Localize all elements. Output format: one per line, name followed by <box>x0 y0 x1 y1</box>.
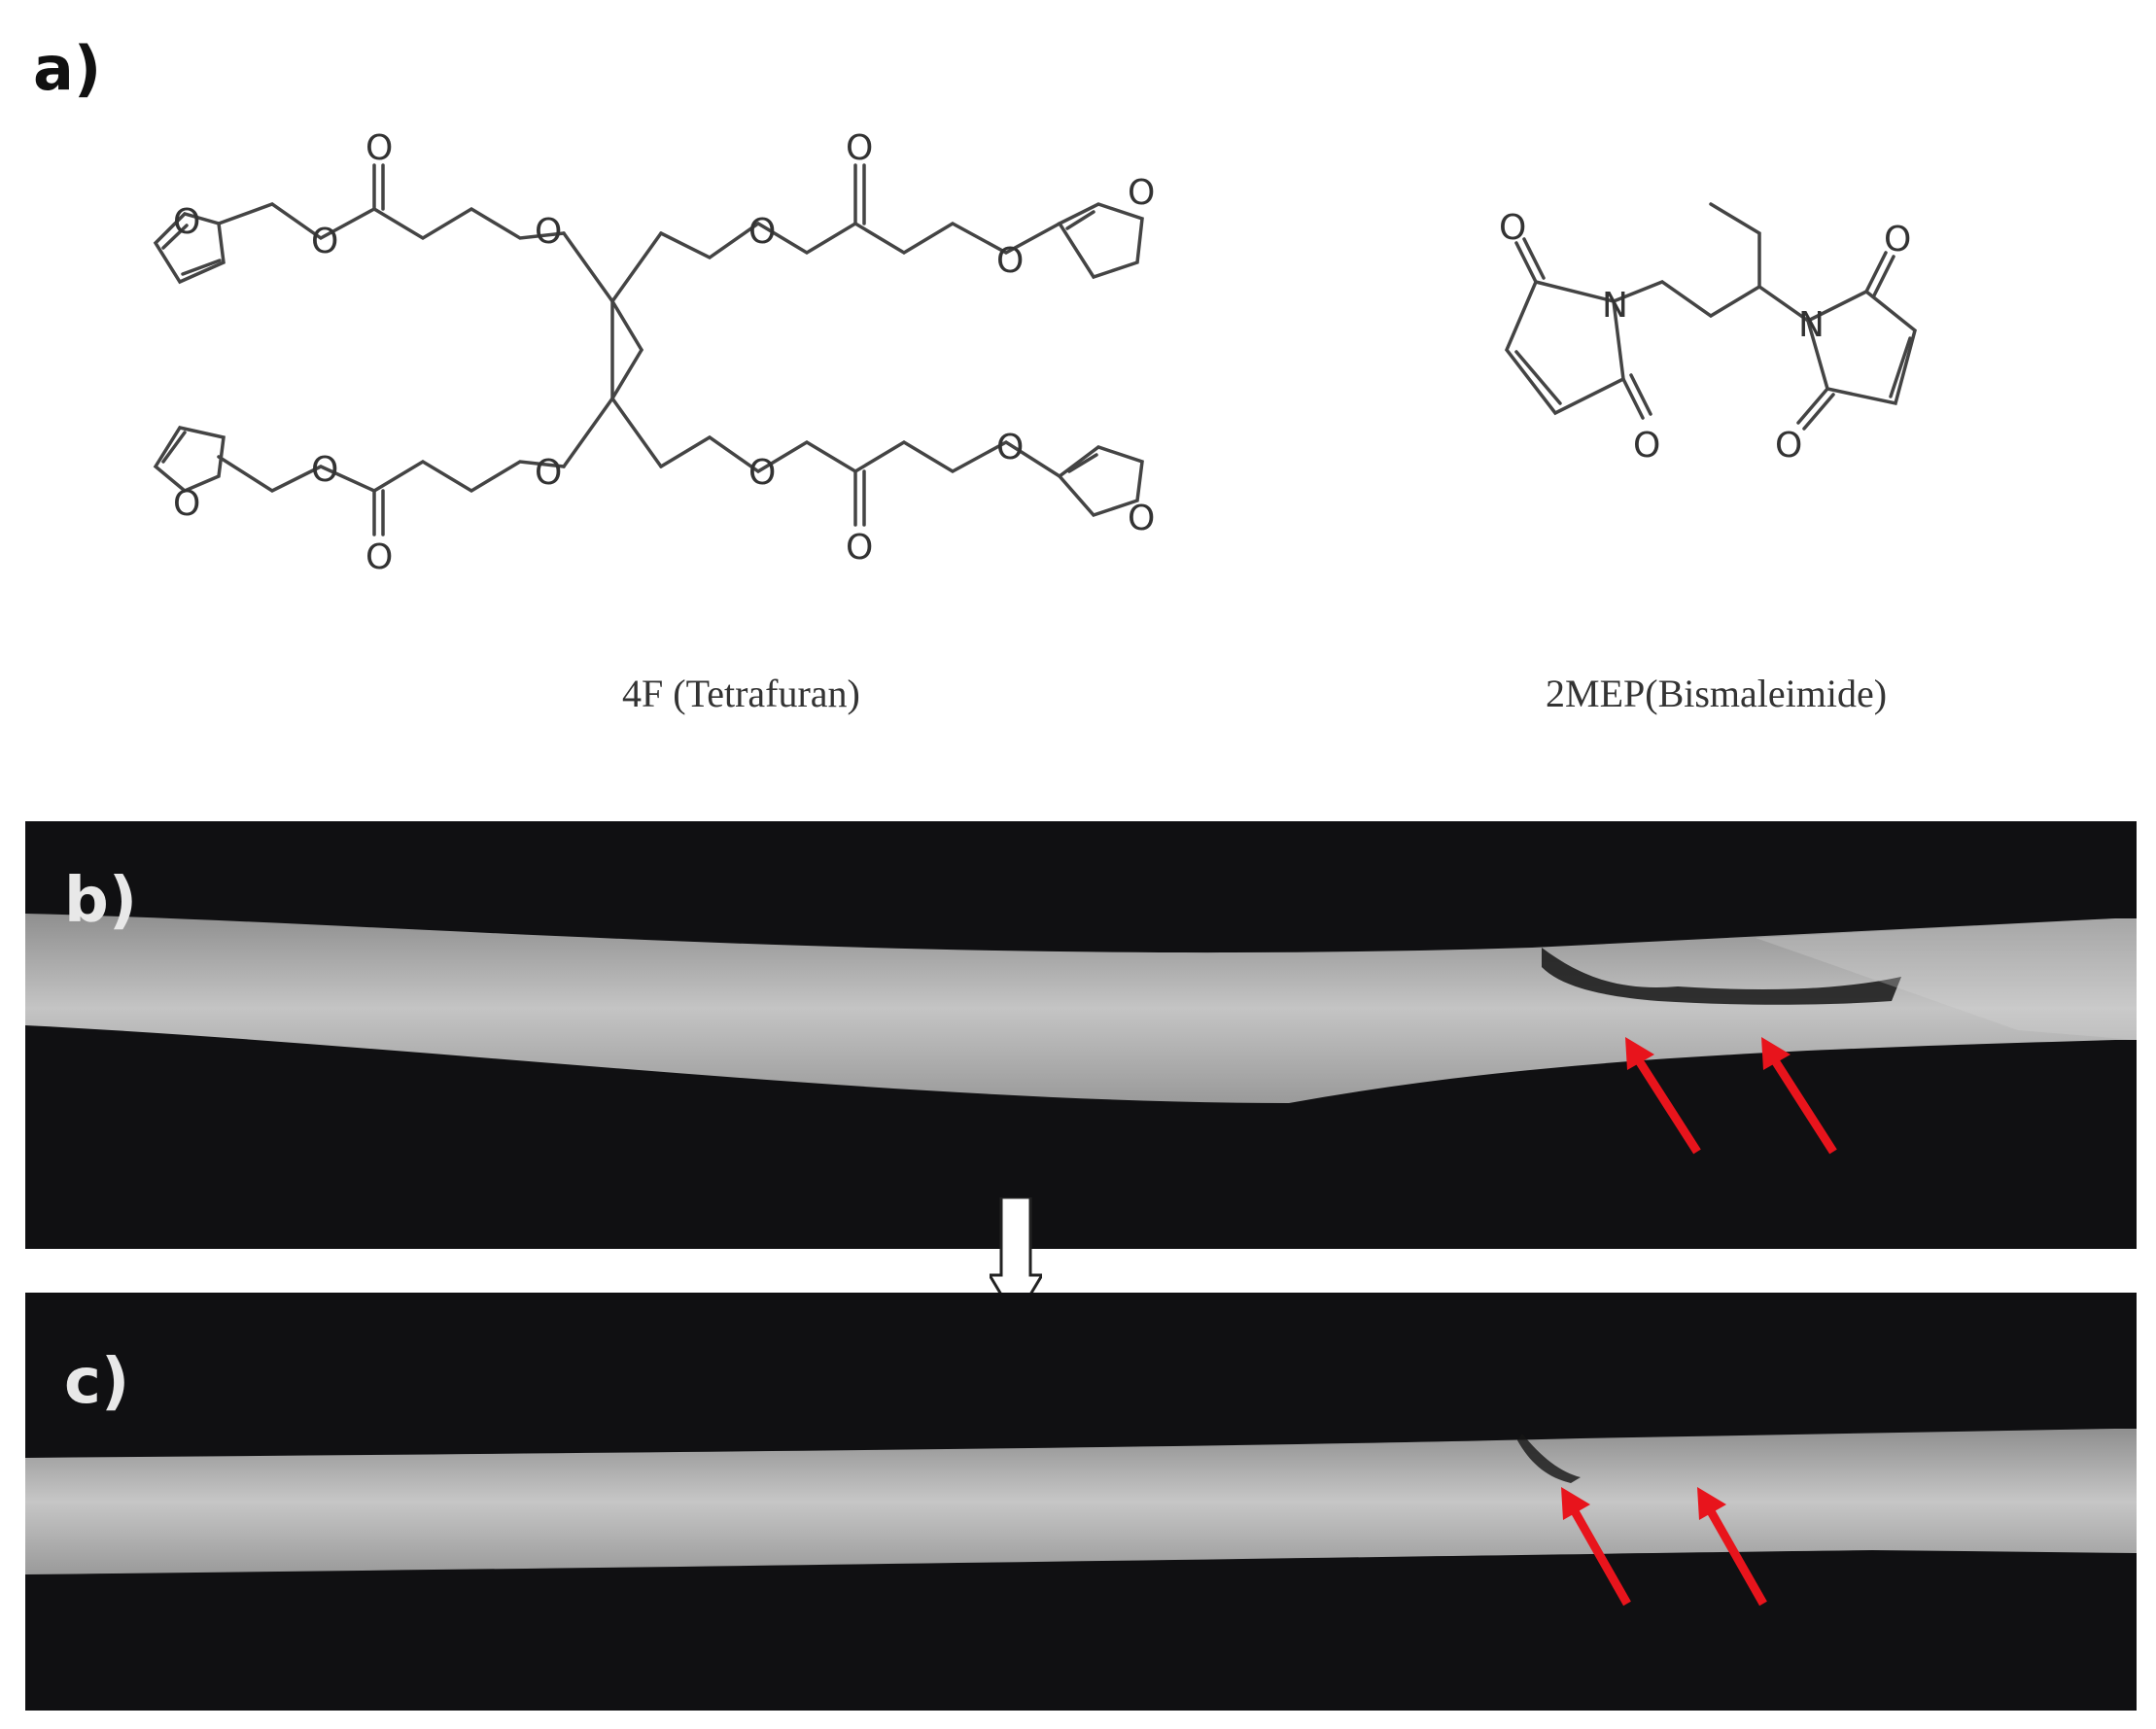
panel-c-label: c) <box>64 1346 130 1418</box>
atom-o-label: O <box>1775 426 1802 466</box>
red-arrow <box>1625 1037 1701 1155</box>
panel-a-label: a) <box>33 33 102 104</box>
healed-crack <box>1517 1434 1581 1483</box>
atom-o-label: O <box>748 212 776 252</box>
red-arrow <box>1761 1037 1837 1155</box>
atom-o-label: O <box>365 537 393 577</box>
atom-o-label: O <box>996 241 1024 281</box>
atom-o-label: O <box>311 450 338 490</box>
atom-o-label: O <box>173 484 200 524</box>
atom-o-label: O <box>1128 499 1155 538</box>
fiber-shape <box>25 1429 2137 1574</box>
atom-o-label: O <box>846 528 873 568</box>
panel-b-label: b) <box>64 865 138 937</box>
panel-c-image: c) <box>25 1293 2137 1711</box>
red-arrow <box>1561 1487 1631 1607</box>
atom-o-label: O <box>1128 173 1155 213</box>
atom-o-label: O <box>748 453 776 493</box>
atom-o-label: O <box>173 202 200 242</box>
tetrafuran-caption: 4F (Tetrafuran) <box>622 672 860 715</box>
atom-n-label: N <box>1602 286 1628 326</box>
atom-o-label: O <box>365 128 393 168</box>
damage-crack <box>1542 948 1901 1005</box>
red-arrow <box>1697 1487 1767 1607</box>
bismaleimide-caption: 2MEP(Bismaleimide) <box>1546 672 1888 715</box>
atom-o-label: O <box>311 222 338 261</box>
atom-o-label: O <box>1884 220 1911 259</box>
tetrafuran-structure: O O O O O O O O O O O O O O O O <box>153 128 1155 577</box>
atom-o-label: O <box>1633 426 1660 466</box>
panel-b-image: b) <box>25 821 2137 1249</box>
atom-o-label: O <box>1499 208 1526 248</box>
atom-o-label: O <box>535 212 562 252</box>
bismaleimide-structure: O O N N O O <box>1499 202 1917 466</box>
atom-o-label: O <box>996 428 1024 467</box>
atom-n-label: N <box>1798 305 1825 345</box>
fiber-shape <box>25 914 2137 1103</box>
atom-o-label: O <box>846 128 873 168</box>
atom-o-label: O <box>535 453 562 493</box>
